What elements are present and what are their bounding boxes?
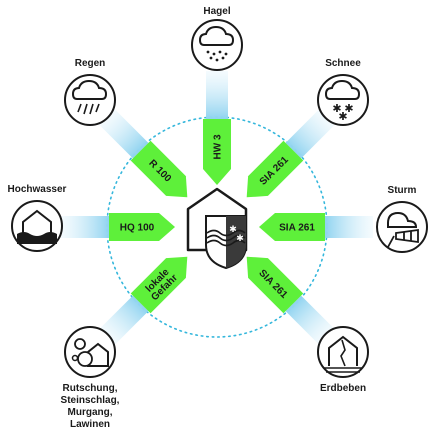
hazard-label-hagel: Hagel bbox=[203, 6, 230, 17]
channel-schnee bbox=[285, 108, 336, 159]
svg-text:✱: ✱ bbox=[229, 224, 237, 234]
spoke-hochwasser: HQ 100 bbox=[61, 213, 175, 241]
windsock-icon bbox=[376, 201, 428, 253]
svg-text:✱: ✱ bbox=[332, 103, 341, 115]
hazard-label-rutschung-line4: Lawinen bbox=[70, 419, 110, 430]
channel-sturm bbox=[325, 216, 373, 238]
standard-arrow-hagel bbox=[203, 119, 231, 185]
channel-rutschung bbox=[98, 295, 149, 346]
spoke-hagel: HW 3 bbox=[203, 71, 231, 185]
hazard-label-rutschung-line1: Rutschung, bbox=[63, 383, 118, 394]
hazard-label-rutschung-line3: Murgang, bbox=[68, 407, 113, 418]
standard-arrow-schnee bbox=[246, 140, 304, 198]
snow-cloud-icon: ✱✱✱ bbox=[317, 74, 369, 126]
standard-arrow-erdbeben bbox=[246, 256, 304, 314]
spoke-schnee: SIA 261 bbox=[246, 108, 336, 198]
house-with-coat-of-arms-icon: ✱ ✱ bbox=[186, 187, 248, 270]
hazard-label-rutschung-line2: Steinschlag, bbox=[61, 395, 120, 406]
hazard-label-schnee: Schnee bbox=[325, 58, 361, 69]
rockfall-house-icon bbox=[64, 326, 116, 378]
standard-arrow-sturm bbox=[259, 213, 325, 241]
hazard-label-regen: Regen bbox=[75, 58, 106, 69]
channel-hagel bbox=[206, 71, 228, 119]
standard-label-sturm: SIA 261 bbox=[279, 223, 315, 234]
rain-cloud-icon bbox=[64, 74, 116, 126]
hazard-label-hochwasser: Hochwasser bbox=[8, 184, 67, 195]
svg-text:✱: ✱ bbox=[236, 233, 244, 243]
hail-cloud-icon bbox=[191, 19, 243, 71]
channel-regen bbox=[98, 108, 149, 159]
svg-text:✱: ✱ bbox=[344, 103, 353, 115]
hazard-label-erdbeben: Erdbeben bbox=[320, 383, 366, 394]
standard-arrow-rutschung bbox=[130, 256, 188, 314]
earthquake-house-icon bbox=[317, 326, 369, 378]
spoke-sturm: SIA 261 bbox=[259, 213, 373, 241]
standard-arrow-hochwasser bbox=[109, 213, 175, 241]
flood-house-icon bbox=[11, 200, 63, 252]
hazard-label-sturm: Sturm bbox=[388, 185, 417, 196]
standard-label-hochwasser: HQ 100 bbox=[120, 223, 155, 234]
spoke-regen: R 100 bbox=[98, 108, 188, 198]
channel-hochwasser bbox=[61, 216, 109, 238]
standard-arrow-regen bbox=[130, 140, 188, 198]
channel-erdbeben bbox=[285, 295, 336, 346]
svg-text:✱: ✱ bbox=[338, 111, 347, 123]
standard-label-hagel: HW 3 bbox=[213, 134, 224, 159]
